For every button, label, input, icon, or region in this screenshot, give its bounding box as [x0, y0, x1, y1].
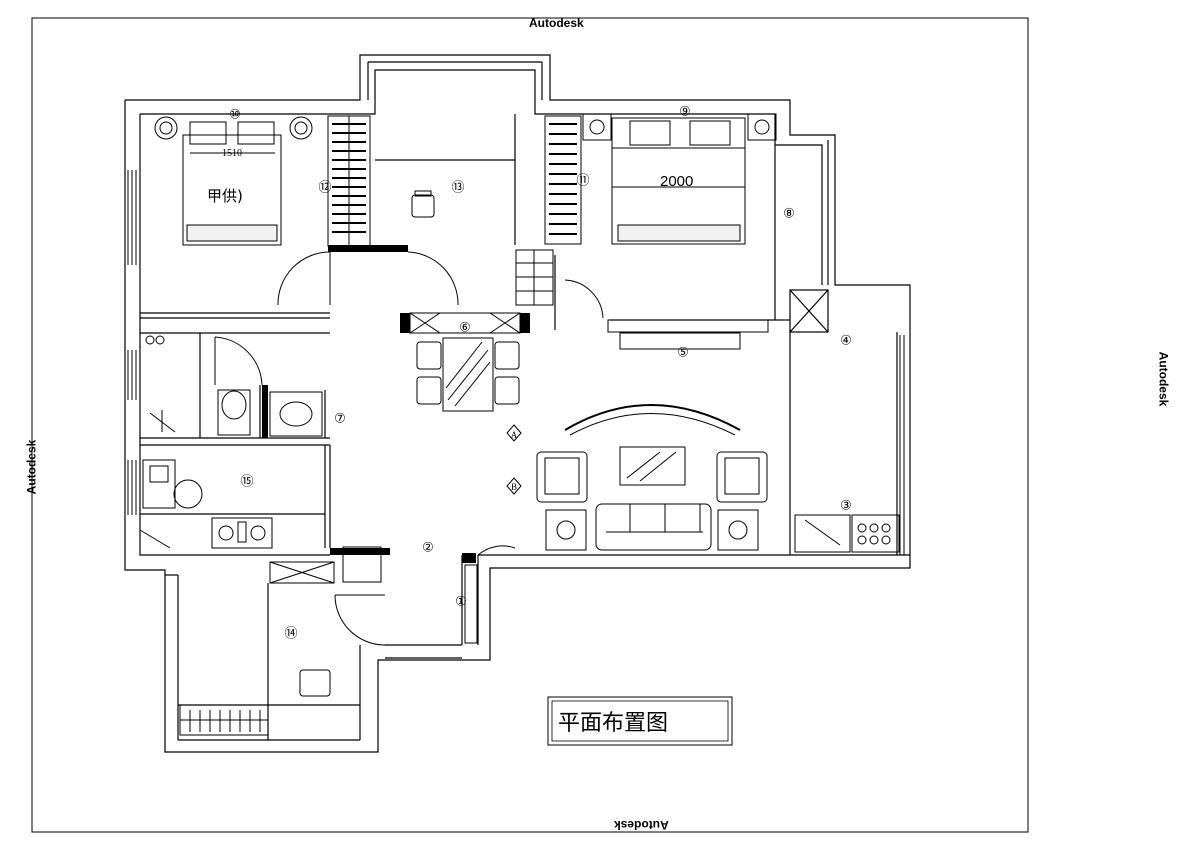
room-number-1: ①: [455, 594, 467, 609]
room-number-13: ⑬: [451, 180, 464, 195]
room-number-4: ④: [840, 333, 852, 348]
room-number-14: ⑭: [284, 626, 297, 641]
room-number-markers: ① ② ③ ④ ⑤ ⑥ ⑦ ⑧ ⑨ ⑩ ⑪ ⑫ ⑬ ⑭ ⑮: [229, 104, 852, 641]
room-number-3: ③: [840, 498, 852, 513]
room-number-2: ②: [422, 540, 434, 555]
section-marker-a: A: [511, 430, 518, 440]
left-bedroom-furniture: [154, 115, 371, 247]
left-bedroom-note: 甲供): [207, 187, 243, 205]
section-markers: A B: [506, 424, 522, 495]
kitchen-fixtures: [139, 459, 273, 549]
room-number-10: ⑩: [229, 107, 241, 122]
room-number-7: ⑦: [334, 411, 346, 426]
plan-title: 平面布置图: [558, 711, 668, 736]
right-bedroom-furniture: [515, 113, 777, 350]
doors: [214, 251, 604, 646]
room-number-6: ⑥: [459, 320, 471, 335]
room-number-8: ⑧: [783, 206, 795, 221]
living-room-furniture: [536, 404, 900, 553]
dining-area: [409, 312, 521, 412]
bathroom-fixtures: [145, 335, 323, 437]
lower-balcony-items: [179, 669, 331, 736]
drawing-frame: [31, 17, 1029, 833]
room-number-5: ⑤: [677, 345, 689, 360]
left-wardrobe-hangers: [332, 123, 366, 233]
right-bed-width: 2000: [660, 173, 693, 190]
room-number-9: ⑨: [679, 104, 691, 119]
left-bed-width: 1510: [222, 148, 242, 159]
entry-cabinet: [269, 546, 478, 644]
right-wardrobe-hangers: [549, 123, 577, 235]
room-number-11: ⑪: [576, 173, 589, 188]
title-box: 平面布置图: [547, 696, 733, 746]
section-marker-b: B: [511, 482, 517, 492]
solid-wall-blocks: [262, 245, 530, 563]
study-chair: [411, 190, 435, 218]
room-number-12: ⑫: [318, 180, 331, 195]
windows: [127, 170, 905, 555]
room-number-15: ⑮: [240, 474, 253, 489]
autodesk-watermark-top: Autodesk: [529, 16, 584, 30]
